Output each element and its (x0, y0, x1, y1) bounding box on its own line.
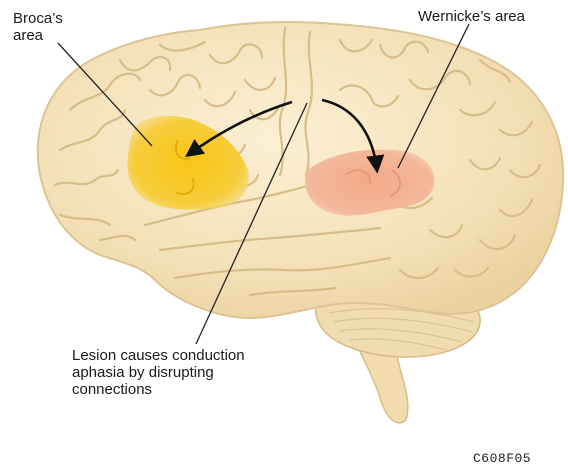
broca-label-line-2: area (13, 27, 44, 44)
broca-folds (175, 139, 195, 195)
wernicke-folds (344, 169, 401, 197)
arrow-to-wernicke (321, 98, 385, 174)
arrow-to-broca (185, 100, 293, 158)
lesion-caption: Lesion causes conduction aphasia by disr… (72, 347, 245, 398)
broca-leader-line (57, 42, 153, 147)
wernicke-label-text: Wernicke’s area (418, 8, 525, 25)
lesion-caption-line-1: Lesion causes conduction (72, 347, 245, 364)
broca-area-label: Broca’s area (13, 10, 63, 44)
lesion-caption-line-3: connections (72, 381, 153, 398)
broca-area-highlight (127, 115, 249, 210)
lesion-leader-line (195, 102, 308, 345)
cerebrum (36, 21, 565, 320)
broca-label-line-1: Broca’s (13, 10, 63, 27)
lesion-caption-line-2: aphasia by disrupting (72, 364, 214, 381)
figure-code: C608F05 (473, 451, 532, 466)
wernicke-leader-line (397, 23, 470, 169)
wernicke-area-label: Wernicke’s area (418, 8, 525, 25)
